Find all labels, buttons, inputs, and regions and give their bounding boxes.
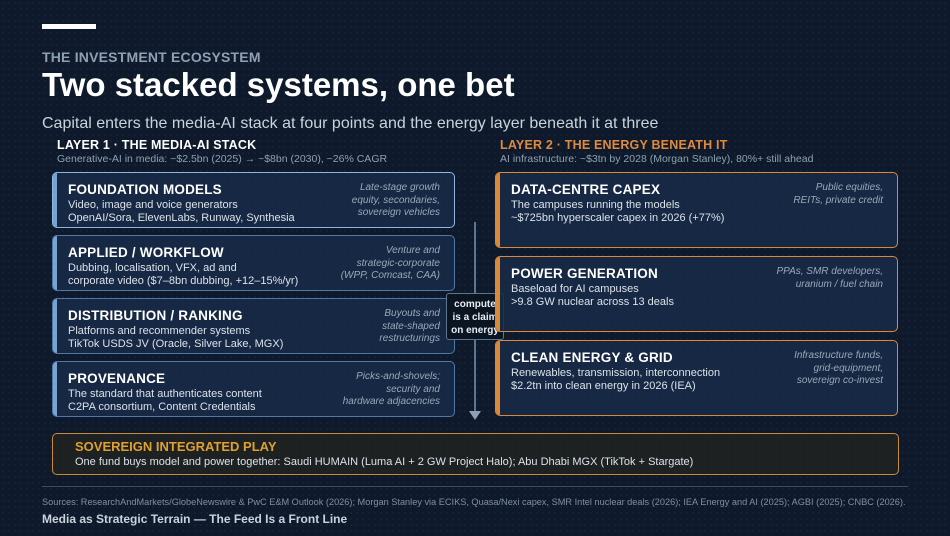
sovereign-title: SOVEREIGN INTEGRATED PLAY xyxy=(75,439,277,454)
card-edge xyxy=(53,362,57,416)
card-note: Late-stage growth equity, secondaries, s… xyxy=(352,182,440,220)
card-line: Video, image and voice generators xyxy=(68,199,238,211)
card-note-line: hardware adjacencies xyxy=(342,396,440,407)
card-power-generation: POWER GENERATION Baseload for AI campuse… xyxy=(495,256,898,332)
card-note-line: grid-equipment, xyxy=(813,362,883,374)
page-subtitle: Capital enters the media-AI stack at fou… xyxy=(42,115,659,132)
card-applied-workflow: APPLIED / WORKFLOW Dubbing, localisation… xyxy=(52,235,455,291)
card-note: Picks-and-shovels; security and hardware… xyxy=(343,371,440,409)
layer2-heading: LAYER 2 · THE ENERGY BENEATH IT xyxy=(500,138,728,152)
card-note-line: state-shaped xyxy=(382,320,440,332)
card-note-line: Infrastructure funds, xyxy=(794,350,883,361)
card-edge xyxy=(496,173,500,247)
card-note: PPAs, SMR developers, uranium / fuel cha… xyxy=(776,266,883,291)
card-line: >9.8 GW nuclear across 13 deals xyxy=(511,296,674,308)
footer-divider xyxy=(42,486,908,487)
card-line: ~$725bn hyperscaler capex in 2026 (+77%) xyxy=(511,212,725,224)
card-note-line: PPAs, SMR developers, xyxy=(776,266,883,277)
card-title: FOUNDATION MODELS xyxy=(68,182,222,197)
card-title: DATA-CENTRE CAPEX xyxy=(511,182,661,197)
connector-label-line: compute xyxy=(454,299,496,310)
card-note: Public equities, REITs, private credit xyxy=(793,182,883,207)
card-note: Infrastructure funds, grid-equipment, so… xyxy=(794,350,883,388)
card-clean-energy-grid: CLEAN ENERGY & GRID Renewables, transmis… xyxy=(495,340,898,416)
sources-note: Sources: ResearchAndMarkets/GlobeNewswir… xyxy=(42,497,906,507)
card-note-line: Buyouts and xyxy=(384,308,440,319)
card-distribution-ranking: DISTRIBUTION / RANKING Platforms and rec… xyxy=(52,298,455,354)
card-line: Baseload for AI campuses xyxy=(511,283,639,295)
card-note-line: Venture and xyxy=(385,245,440,256)
card-note-line: equity, secondaries, xyxy=(351,194,440,206)
card-note: Buyouts and state-shaped restructurings xyxy=(379,308,440,346)
connector-label-line: is a claim xyxy=(452,312,498,323)
layer1-subheading: Generative-AI in media: ~$2.5bn (2025) →… xyxy=(57,153,388,165)
connector-label: compute is a claim on energy xyxy=(446,293,504,340)
card-line: TikTok USDS JV (Oracle, Silver Lake, MGX… xyxy=(68,338,284,350)
layer1-heading: LAYER 1 · THE MEDIA-AI STACK xyxy=(57,138,257,152)
card-line: C2PA consortium, Content Credentials xyxy=(68,401,256,413)
card-edge xyxy=(53,299,57,353)
card-line: The standard that authenticates content xyxy=(68,388,262,400)
eyebrow: THE INVESTMENT ECOSYSTEM xyxy=(42,49,261,65)
card-line: Renewables, transmission, interconnectio… xyxy=(511,367,721,379)
card-edge xyxy=(496,341,500,415)
card-note-line: Public equities, xyxy=(815,182,883,193)
card-note: Venture and strategic-corporate (WPP, Co… xyxy=(341,245,440,283)
page-title: Two stacked systems, one bet xyxy=(42,66,515,103)
connector-label-line: on energy xyxy=(451,325,499,336)
card-edge xyxy=(496,257,500,331)
card-title: DISTRIBUTION / RANKING xyxy=(68,308,243,323)
card-provenance: PROVENANCE The standard that authenticat… xyxy=(52,361,455,417)
card-note-line: restructurings xyxy=(379,333,440,344)
card-note-line: sovereign co-invest xyxy=(796,375,883,386)
card-note-line: uranium / fuel chain xyxy=(795,278,883,290)
layer2-subheading: AI infrastructure: ~$3tn by 2028 (Morgan… xyxy=(500,153,814,165)
card-line: Dubbing, localisation, VFX, ad and xyxy=(68,262,237,274)
card-data-centre-capex: DATA-CENTRE CAPEX The campuses running t… xyxy=(495,172,898,248)
sovereign-description: One fund buys model and power together: … xyxy=(75,456,694,468)
card-foundation-models: FOUNDATION MODELS Video, image and voice… xyxy=(52,172,455,228)
card-line: OpenAI/Sora, ElevenLabs, Runway, Synthes… xyxy=(68,212,295,224)
card-note-line: security and xyxy=(386,383,440,395)
card-title: PROVENANCE xyxy=(68,371,166,386)
card-note-line: sovereign vehicles xyxy=(357,207,440,218)
card-line: $2.2tn into clean energy in 2026 (IEA) xyxy=(511,380,696,392)
card-title: CLEAN ENERGY & GRID xyxy=(511,350,673,365)
card-note-line: REITs, private credit xyxy=(793,194,883,206)
card-title: POWER GENERATION xyxy=(511,266,658,281)
card-note-line: strategic-corporate xyxy=(356,257,440,269)
card-edge xyxy=(53,173,57,227)
card-note-line: Picks-and-shovels; xyxy=(356,371,440,382)
card-line: corporate video ($7–8bn dubbing, +12–15%… xyxy=(68,275,299,287)
card-note-line: Late-stage growth xyxy=(359,182,440,193)
card-line: The campuses running the models xyxy=(511,199,680,211)
card-title: APPLIED / WORKFLOW xyxy=(68,245,224,260)
footer-title: Media as Strategic Terrain — The Feed Is… xyxy=(42,512,348,526)
connector-arrowhead xyxy=(469,411,481,420)
card-note-line: (WPP, Comcast, CAA) xyxy=(340,270,440,281)
card-line: Platforms and recommender systems xyxy=(68,325,251,337)
sovereign-panel: SOVEREIGN INTEGRATED PLAY One fund buys … xyxy=(52,433,899,475)
accent-bar xyxy=(42,24,96,29)
card-edge xyxy=(53,236,57,290)
